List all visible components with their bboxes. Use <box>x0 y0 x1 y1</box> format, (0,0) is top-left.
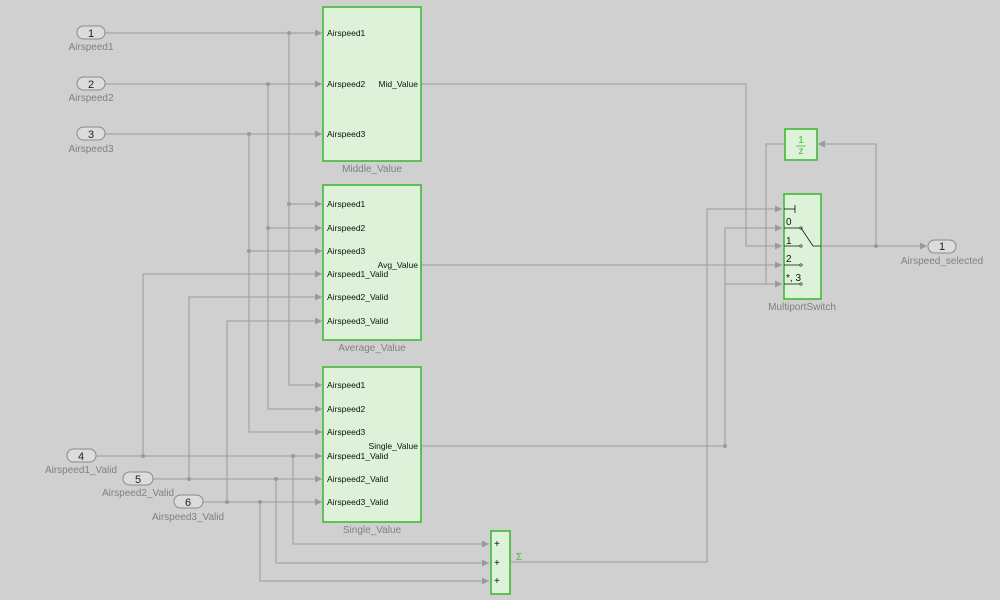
sum-sign: + <box>494 558 500 569</box>
average-value-block[interactable]: Airspeed1 Airspeed2 Airspeed3 Airspeed1_… <box>322 184 422 354</box>
input-port-label: Airspeed1 <box>327 28 366 38</box>
input-port-label: Airspeed1 <box>327 199 366 209</box>
inport-label: Airspeed2_Valid <box>102 488 174 499</box>
outport-1[interactable]: 1 Airspeed_selected <box>901 239 983 267</box>
inport-4[interactable]: 4 Airspeed1_Valid <box>45 448 117 476</box>
inport-2[interactable]: 2 Airspeed2 <box>68 76 114 104</box>
sum-symbol: Σ <box>516 552 522 563</box>
inport-number: 3 <box>88 129 94 141</box>
block-name: Single_Value <box>343 525 402 536</box>
input-port-label: Airspeed2 <box>327 79 366 89</box>
inport-label: Airspeed1_Valid <box>45 465 117 476</box>
input-port-label: Airspeed2_Valid <box>327 474 389 484</box>
single-value-block[interactable]: Airspeed1 Airspeed2 Airspeed3 Airspeed1_… <box>322 366 422 536</box>
input-port-label: Airspeed2 <box>327 223 366 233</box>
outport-label: Airspeed_selected <box>901 256 983 267</box>
unit-delay-block[interactable]: 1 z <box>784 128 818 161</box>
inport-number: 2 <box>88 79 94 91</box>
switch-case-label: 1 <box>786 236 792 247</box>
inport-number: 4 <box>78 451 84 463</box>
inport-label: Airspeed3 <box>68 144 113 155</box>
input-port-label: Airspeed3_Valid <box>327 316 389 326</box>
input-port-label: Airspeed3 <box>327 427 366 437</box>
input-port-label: Airspeed1 <box>327 380 366 390</box>
signal-lines <box>96 29 927 585</box>
sum-sign: + <box>494 576 500 587</box>
junctions <box>141 31 878 504</box>
inport-number: 1 <box>88 28 94 40</box>
delay-denominator: z <box>799 146 804 157</box>
inport-number: 5 <box>135 474 141 486</box>
sum-sign: + <box>494 539 500 550</box>
block-name: Middle_Value <box>342 164 402 175</box>
outport-number: 1 <box>939 241 945 253</box>
inport-label: Airspeed1 <box>68 42 113 53</box>
output-port-label: Single_Value <box>369 441 419 451</box>
switch-case-label: 2 <box>786 254 792 265</box>
switch-case-label: 0 <box>786 217 792 228</box>
input-port-label: Airspeed2_Valid <box>327 292 389 302</box>
input-port-label: Airspeed1_Valid <box>327 451 389 461</box>
inport-label: Airspeed2 <box>68 93 113 104</box>
inport-label: Airspeed3_Valid <box>152 512 224 523</box>
inport-3[interactable]: 3 Airspeed3 <box>68 126 114 155</box>
input-port-label: Airspeed3_Valid <box>327 497 389 507</box>
inport-1[interactable]: 1 Airspeed1 <box>68 25 114 53</box>
inport-number: 6 <box>185 497 191 509</box>
inport-6[interactable]: 6 Airspeed3_Valid <box>152 494 224 523</box>
block-name: MultiportSwitch <box>768 302 836 313</box>
input-port-label: Airspeed3 <box>327 246 366 256</box>
sum-block[interactable]: + + + Σ <box>490 530 522 595</box>
input-port-label: Airspeed2 <box>327 404 366 414</box>
input-port-label: Airspeed1_Valid <box>327 269 389 279</box>
block-name: Average_Value <box>338 343 406 354</box>
middle-value-block[interactable]: Airspeed1 Airspeed2 Airspeed3 Mid_Value … <box>322 6 422 175</box>
switch-case-label: *, 3 <box>786 273 801 284</box>
output-port-label: Mid_Value <box>378 79 418 89</box>
output-port-label: Avg_Value <box>378 260 419 270</box>
input-port-label: Airspeed3 <box>327 129 366 139</box>
delay-numerator: 1 <box>798 135 804 146</box>
multiport-switch-block[interactable]: 0 1 2 *, 3 MultiportSwitch <box>768 193 836 313</box>
inport-5[interactable]: 5 Airspeed2_Valid <box>102 471 174 499</box>
